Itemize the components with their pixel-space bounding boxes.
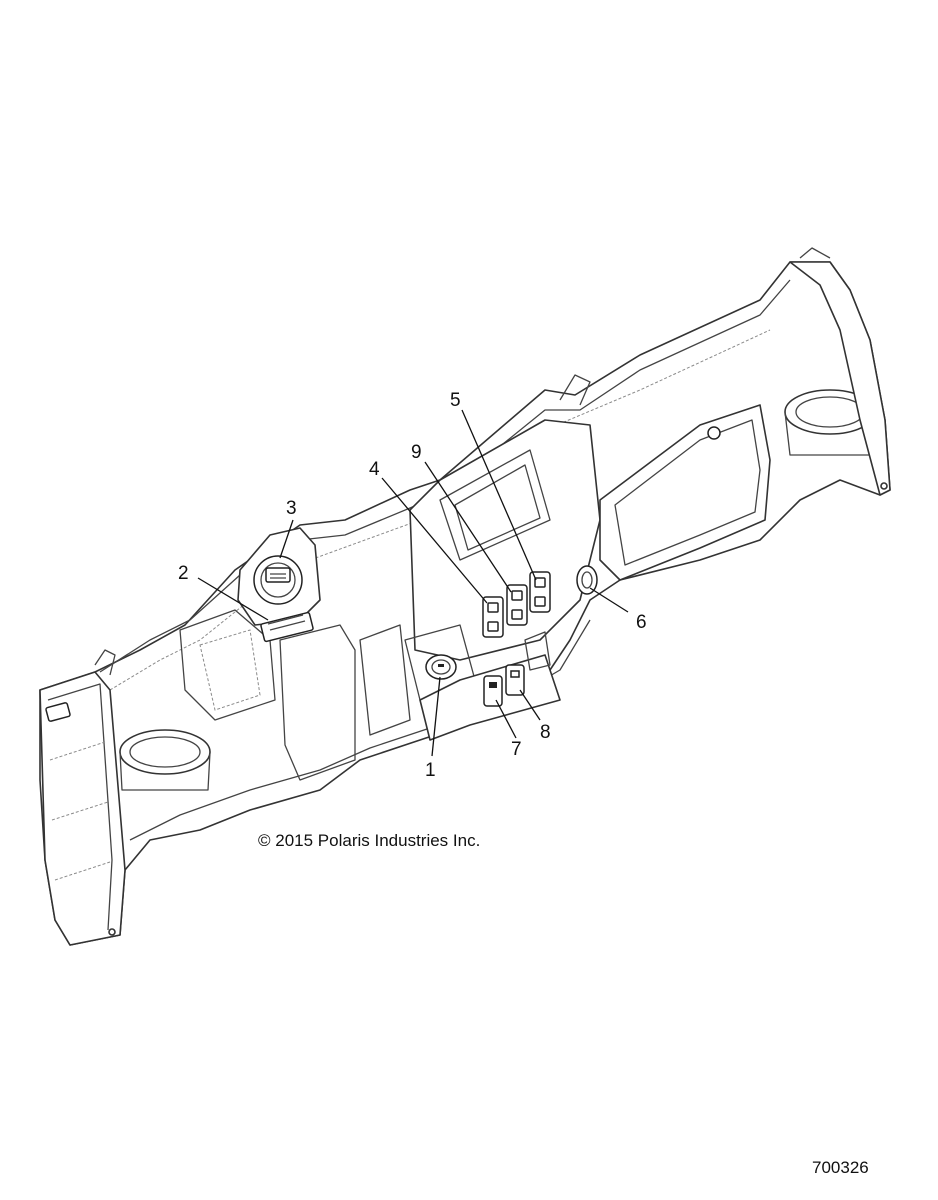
callout-7: 7 [511, 739, 522, 760]
callout-1: 1 [425, 760, 436, 781]
rocker-switch-9 [506, 584, 528, 626]
leader-2 [197, 577, 269, 621]
rocker-switch-7 [483, 675, 503, 707]
ignition-switch [425, 654, 457, 680]
rocker-switch-5 [529, 571, 551, 613]
right-end-cap [789, 247, 891, 496]
leader-6 [589, 587, 629, 613]
callout-6: 6 [636, 612, 647, 633]
gauge-pod [237, 527, 321, 626]
left-cup-holder [119, 729, 211, 791]
leader-8 [519, 689, 541, 721]
rocker-switch-4 [482, 596, 504, 638]
figure-number: 700326 [812, 1158, 869, 1177]
leader-9 [424, 461, 512, 593]
callout-labels: 1 2 3 4 5 6 7 8 9 [178, 390, 647, 781]
leader-5 [461, 409, 537, 581]
leader-7 [495, 699, 517, 739]
power-outlet [576, 565, 598, 595]
left-end-cap [39, 649, 126, 946]
leader-1 [431, 676, 441, 757]
label-plate [260, 611, 314, 643]
leader-lines [197, 409, 629, 757]
callout-3: 3 [286, 498, 297, 519]
rocker-switch-8 [505, 664, 525, 696]
callout-5: 5 [450, 390, 461, 411]
callout-4: 4 [369, 459, 380, 480]
glove-box-door [559, 374, 771, 581]
copyright-notice: © 2015 Polaris Industries Inc. [258, 831, 480, 850]
callout-8: 8 [540, 722, 551, 743]
leader-3 [279, 519, 294, 559]
callout-9: 9 [411, 442, 422, 463]
leader-4 [381, 477, 488, 604]
callout-2: 2 [178, 563, 189, 584]
left-storage-panels [179, 609, 411, 781]
